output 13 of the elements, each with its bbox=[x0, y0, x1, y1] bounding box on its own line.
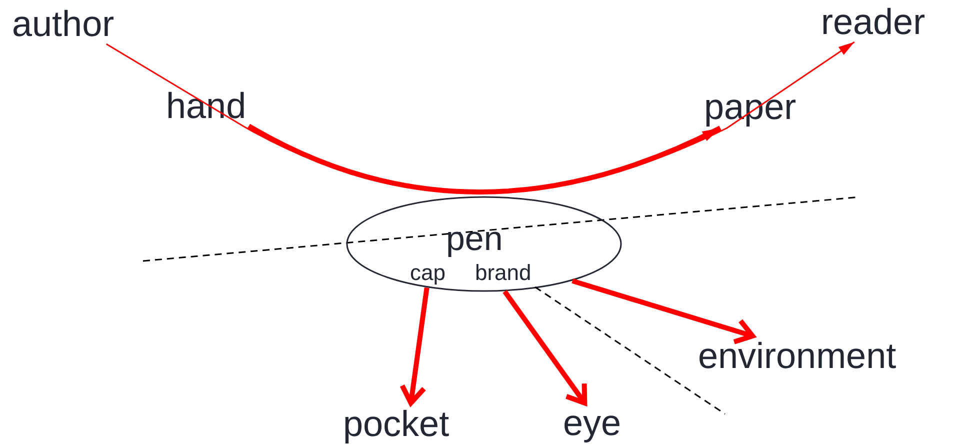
arrow bbox=[248, 124, 722, 194]
part-label: brand bbox=[475, 262, 532, 284]
arrow bbox=[502, 290, 588, 406]
arrow bbox=[400, 287, 430, 406]
node-label: eye bbox=[563, 403, 635, 443]
node-label: pocket bbox=[343, 403, 473, 445]
node-label: reader bbox=[821, 2, 947, 42]
ellipse-node bbox=[346, 196, 622, 292]
node-label: author bbox=[12, 4, 134, 44]
part-label: cap bbox=[410, 262, 446, 284]
node-label: pen bbox=[446, 222, 503, 256]
node-label: environment bbox=[698, 336, 938, 376]
arrow bbox=[572, 278, 756, 344]
